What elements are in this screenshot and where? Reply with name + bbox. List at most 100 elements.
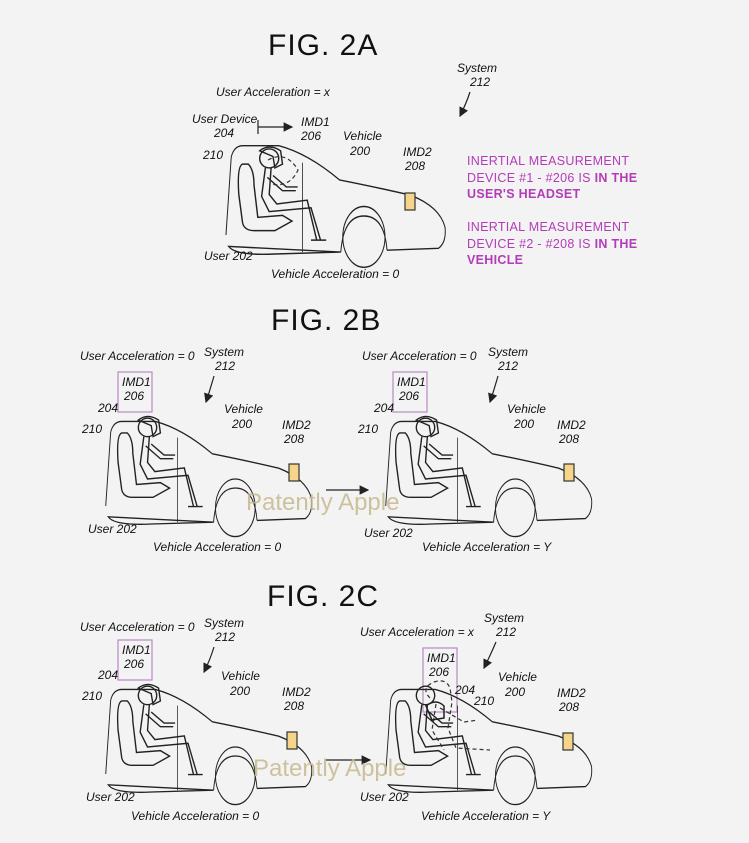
user-label: User 202 [88,522,137,536]
fig-2c: FIG. 2C User Acceleration = 0 System 212… [80,580,593,823]
system-arrow-icon [483,641,497,670]
ref-204: 204 [97,401,118,415]
fig-2a-imd1-num: 206 [300,129,321,143]
fig-2a-system-num: 212 [469,75,490,89]
fig-2b-left-panel: User Acceleration = 0 System 212 IMD1 20… [80,345,313,554]
vehicle-num: 200 [513,417,534,431]
fig-2b-right-panel: User Acceleration = 0 System 212 IMD1 20… [357,345,593,554]
fig-2a-title: FIG. 2A [268,29,378,62]
vehicle-label: Vehicle [507,402,546,416]
system-num: 212 [214,359,235,373]
system-label: System [484,611,524,625]
vehicle-num: 200 [229,684,250,698]
displacement-indicator-icon [257,120,294,134]
system-label: System [204,345,244,359]
watermark: Patently Apple [246,489,399,516]
system-arrow-icon [459,91,471,118]
imd1-annotation: INERTIAL MEASUREMENT DEVICE #1 - #206 IS… [467,153,667,203]
user-label: User 202 [86,790,135,804]
vehicle-acceleration: Vehicle Acceleration = Y [422,540,552,554]
ref-210: 210 [357,422,378,436]
vehicle-num: 200 [504,685,525,699]
fig-2a-motion-dash [267,156,299,186]
fig-2a: FIG. 2A User Acceleration = x System 212… [192,29,497,281]
fig-2a-vehicle-label: Vehicle [343,129,382,143]
imd1-highlight-box [117,371,153,413]
ref-204: 204 [454,683,475,697]
imd1-num: 206 [428,665,449,679]
user-acceleration: User Acceleration = x [360,625,475,639]
imd1-annotation-emphasis: IN THE USER'S HEADSET [467,170,638,202]
ref-210: 210 [473,694,494,708]
user-acceleration: User Acceleration = 0 [80,349,195,363]
fig-2a-vehicle-num: 200 [349,144,370,158]
imd2-annotation: INERTIAL MEASUREMENT DEVICE #2 - #208 IS… [467,219,667,269]
imd1-label: IMD1 [122,375,151,389]
system-label: System [488,345,528,359]
vehicle-acceleration: Vehicle Acceleration = Y [421,809,551,823]
system-num: 212 [495,625,516,639]
user-acceleration: User Acceleration = 0 [80,620,195,634]
fig-2a-imd2-num: 208 [404,159,425,173]
fig-2a-imd1-label: IMD1 [301,115,330,129]
seated-user-icon [116,683,204,776]
imd2-label: IMD2 [282,418,311,432]
car-outline-icon [105,688,313,806]
fig-2a-user-label: User 202 [204,249,253,263]
vehicle-num: 200 [231,417,252,431]
imd2-label: IMD2 [557,418,586,432]
fig-2a-user-device-label: User Device [192,112,258,126]
system-num: 212 [497,359,518,373]
fig-2c-left-panel: User Acceleration = 0 System 212 IMD1 20… [80,616,313,823]
fig-2b-title: FIG. 2B [271,304,381,337]
seated-user-icon [394,415,482,508]
vehicle-acceleration: Vehicle Acceleration = 0 [153,540,282,554]
fig-2a-imd2-label: IMD2 [403,145,432,159]
ref-204: 204 [97,668,118,682]
fig-2a-user-device-num: 204 [213,126,234,140]
imd1-num: 206 [398,389,419,403]
imd1-label: IMD1 [122,643,151,657]
imd1-label: IMD1 [427,651,456,665]
imd2-num: 208 [283,432,304,446]
imd2-num: 208 [558,432,579,446]
seated-user-icon [116,415,204,508]
imd2-box-icon [404,192,416,211]
imd2-box-icon [563,463,575,482]
system-arrow-icon [204,375,215,404]
watermark: Patently Apple [253,755,406,782]
fig-2b: FIG. 2B User Acceleration = 0 System 212… [80,304,593,554]
imd1-highlight-box [422,647,458,713]
ref-204: 204 [373,401,394,415]
fig-2a-user-acceleration: User Acceleration = x [216,85,331,99]
car-outline-icon [105,420,313,538]
fig-2a-vehicle-acceleration: Vehicle Acceleration = 0 [271,267,400,281]
system-label: System [204,616,244,630]
imd2-num: 208 [283,699,304,713]
imd2-annotation-text: INERTIAL MEASUREMENT DEVICE #2 - #208 IS [467,220,630,251]
imd2-box-icon [288,463,300,482]
imd2-label: IMD2 [557,686,586,700]
imd2-label: IMD2 [282,685,311,699]
fig-2c-title: FIG. 2C [267,580,379,613]
imd1-highlight-box [117,639,153,681]
fig-2a-system-label: System [457,61,497,75]
user-acceleration: User Acceleration = 0 [362,349,477,363]
imd1-annotation-text: INERTIAL MEASUREMENT DEVICE #1 - #206 IS [467,154,630,185]
imd1-highlight-box [392,371,428,413]
imd2-box-icon [562,732,574,751]
system-arrow-icon [488,375,499,404]
imd1-num: 206 [123,657,144,671]
ref-210: 210 [81,422,102,436]
imd2-num: 208 [558,700,579,714]
ref-210: 210 [81,689,102,703]
fig-2c-right-panel: User Acceleration = x System 212 IMD1 20… [360,611,593,823]
vehicle-label: Vehicle [224,402,263,416]
imd2-annotation-emphasis: IN THE VEHICLE [467,236,638,268]
vehicle-label: Vehicle [221,669,260,683]
seated-user-icon [394,685,482,776]
imd1-label: IMD1 [397,375,426,389]
system-num: 212 [214,630,235,644]
